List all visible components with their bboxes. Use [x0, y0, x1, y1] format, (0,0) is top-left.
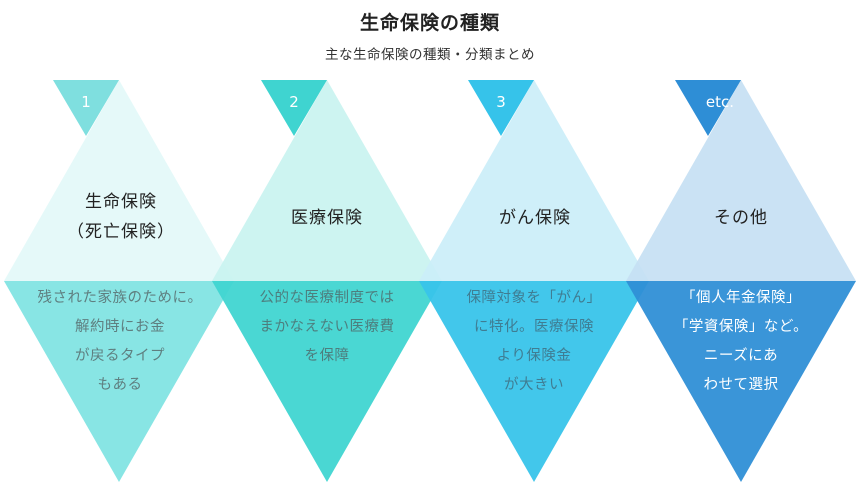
item-4-desc-line-1: 「個人年金保険」 [681, 290, 801, 306]
item-4-upper-triangle [626, 80, 856, 281]
item-2-number: 2 [289, 93, 299, 111]
item-2-upper-triangle [212, 80, 442, 281]
item-4-shapes [626, 80, 856, 482]
item-4-name: その他 [641, 203, 841, 233]
item-1-name-line-2: （死亡保険） [67, 222, 175, 242]
item-3-desc-line-2: に特化。医療保険 [474, 319, 594, 335]
item-1-desc-line-2: 解約時にお金 [75, 319, 165, 335]
page-subtitle: 主な生命保険の種類・分類まとめ [325, 47, 535, 63]
page-title: 生命保険の種類 [359, 12, 500, 34]
item-4-lower-triangle [626, 281, 856, 482]
item-1-upper-triangle [4, 80, 234, 281]
item-1-description: 残された家族のために。 解約時にお金 が戻るタイプ もある [10, 284, 230, 400]
item-3-desc-line-1: 保障対象を「がん」 [466, 290, 602, 306]
item-3-name-line-1: がん保険 [499, 208, 571, 228]
item-3-number: 3 [496, 93, 506, 111]
item-3-upper-triangle [419, 80, 649, 281]
item-1-shapes [4, 80, 234, 482]
item-2-desc-line-3: を保障 [304, 348, 350, 364]
item-1-name-line-1: 生命保険 [85, 192, 157, 212]
item-1-desc-line-3: が戻るタイプ [75, 348, 165, 364]
item-2-shapes [212, 80, 442, 482]
item-2-name-line-1: 医療保険 [291, 208, 363, 228]
item-1-number-marker [53, 80, 119, 136]
item-3-description: 保障対象を「がん」 に特化。医療保険 より保険金 が大きい [424, 284, 644, 400]
item-4-desc-line-4: わせて選択 [703, 377, 779, 393]
item-3-lower-triangle [419, 281, 649, 482]
item-1-name: 生命保険 （死亡保険） [21, 187, 221, 247]
item-2-desc-line-1: 公的な医療制度では [259, 290, 395, 306]
item-3-name: がん保険 [435, 203, 635, 233]
item-2-number-marker [261, 80, 327, 136]
item-1-desc-line-1: 残された家族のために。 [37, 290, 203, 306]
item-4-number-marker [675, 80, 741, 136]
item-4-number: etc. [705, 93, 734, 111]
item-2-name: 医療保険 [227, 203, 427, 233]
item-4-description: 「個人年金保険」 「学資保険」など。 ニーズにあ わせて選択 [631, 284, 851, 400]
item-4-desc-line-3: ニーズにあ [703, 348, 779, 364]
item-2-lower-triangle [212, 281, 442, 482]
item-2-desc-line-2: まかなえない医療費 [259, 319, 395, 335]
item-3-shapes [419, 80, 649, 482]
item-2-description: 公的な医療制度では まかなえない医療費 を保障 [217, 284, 437, 371]
item-1-lower-triangle [4, 281, 234, 482]
item-1-number: 1 [81, 93, 91, 111]
item-4-name-line-1: その他 [714, 208, 768, 228]
item-3-number-marker [468, 80, 534, 136]
item-1-desc-line-4: もある [97, 377, 143, 393]
item-3-desc-line-3: より保険金 [496, 348, 572, 364]
item-3-desc-line-4: が大きい [504, 377, 564, 393]
item-4-desc-line-2: 「学資保険」など。 [673, 319, 809, 335]
